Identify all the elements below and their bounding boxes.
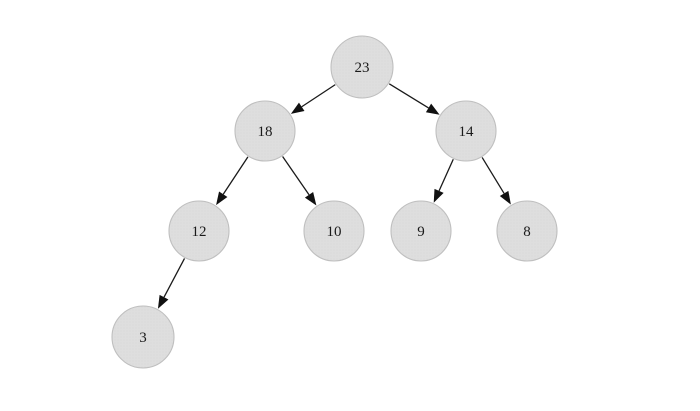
node-circle[interactable] <box>435 100 497 162</box>
tree-edge <box>290 84 336 114</box>
node-label: 8 <box>523 224 531 240</box>
tree-node[interactable]: 14 <box>435 100 497 162</box>
node-label: 10 <box>327 224 342 240</box>
edge-arrowhead-icon <box>290 102 305 114</box>
edge-arrowhead-icon <box>433 188 444 203</box>
edge-arrowhead-icon <box>304 191 317 206</box>
edge-line <box>222 156 249 195</box>
node-label: 9 <box>417 224 425 240</box>
node-label: 23 <box>355 60 370 76</box>
tree-node[interactable]: 12 <box>168 200 230 262</box>
tree-edge <box>388 83 440 115</box>
node-circle[interactable] <box>330 35 394 99</box>
tree-edge <box>282 156 317 206</box>
tree-edge <box>433 159 454 203</box>
edge-line <box>282 156 310 196</box>
node-label: 14 <box>459 124 475 140</box>
edge-line <box>163 258 186 298</box>
edges-layer <box>157 83 511 309</box>
edge-arrowhead-icon <box>216 191 228 206</box>
edge-arrowhead-icon <box>157 294 169 309</box>
tree-edge <box>216 156 249 206</box>
node-circle[interactable] <box>303 200 365 262</box>
tree-node[interactable]: 10 <box>303 200 365 262</box>
edge-line <box>481 157 505 194</box>
node-label: 12 <box>192 224 207 240</box>
node-circle[interactable] <box>111 305 175 369</box>
edge-line <box>388 83 429 109</box>
edge-line <box>301 84 336 108</box>
tree-node[interactable]: 8 <box>496 200 558 262</box>
edge-arrowhead-icon <box>499 190 511 205</box>
tree-node[interactable]: 3 <box>111 305 175 369</box>
node-label: 18 <box>258 124 273 140</box>
node-circle[interactable] <box>234 100 296 162</box>
tree-node[interactable]: 23 <box>330 35 394 99</box>
tree-edge <box>157 258 186 309</box>
nodes-layer: 23 18 14 12 10 9 8 3 <box>111 35 558 369</box>
edge-line <box>438 159 454 192</box>
tree-edge <box>481 157 511 205</box>
tree-node[interactable]: 18 <box>234 100 296 162</box>
node-circle[interactable] <box>168 200 230 262</box>
tree-node[interactable]: 9 <box>390 200 452 262</box>
node-circle[interactable] <box>496 200 558 262</box>
node-circle[interactable] <box>390 200 452 262</box>
edge-arrowhead-icon <box>425 103 440 115</box>
node-label: 3 <box>139 330 147 346</box>
